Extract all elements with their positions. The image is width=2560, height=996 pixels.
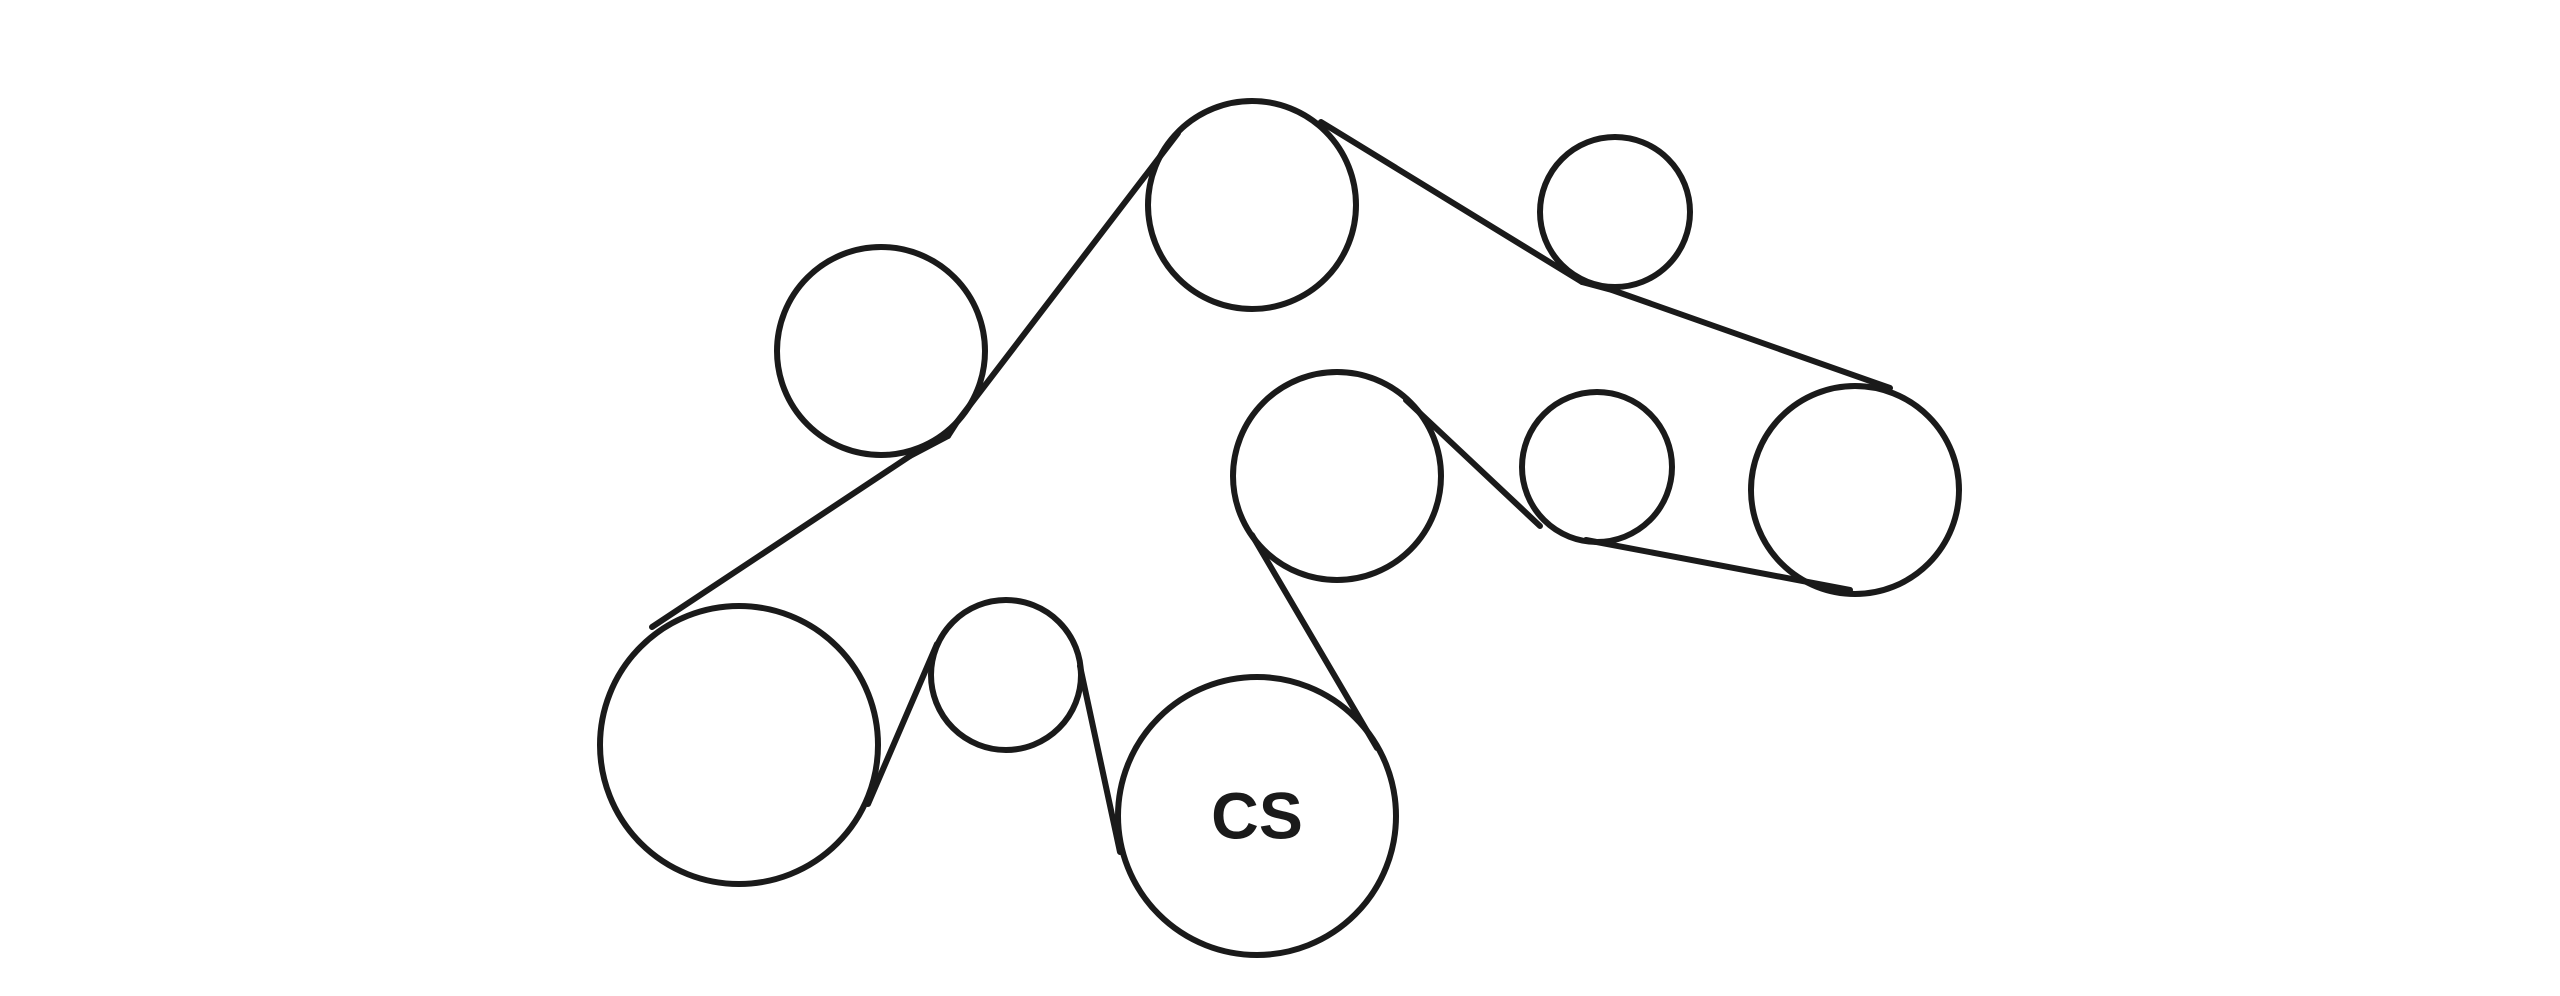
pulley-idler-small xyxy=(928,597,1084,753)
belt-segment xyxy=(954,130,1181,425)
belt xyxy=(649,119,1893,855)
pulley-far-right xyxy=(1748,383,1962,597)
pulley-upper-center xyxy=(1145,98,1359,312)
belt-segment xyxy=(1077,663,1123,855)
belt-segment xyxy=(649,453,913,630)
pulley-middle-center xyxy=(1230,369,1444,583)
crankshaft-label: CS xyxy=(1211,778,1303,852)
belt-segment xyxy=(865,641,940,807)
belt-segment xyxy=(1318,119,1585,285)
pulley-crankshaft xyxy=(1115,674,1399,958)
pulley-upper-right xyxy=(1537,134,1693,290)
belt-segment xyxy=(1249,532,1380,751)
pulley-middle-right-small xyxy=(1519,389,1675,545)
pulleys xyxy=(597,98,1962,958)
pulley-lower-left-large xyxy=(597,603,881,887)
belt-segment xyxy=(1609,287,1893,391)
pulley-upper-left xyxy=(774,244,988,458)
